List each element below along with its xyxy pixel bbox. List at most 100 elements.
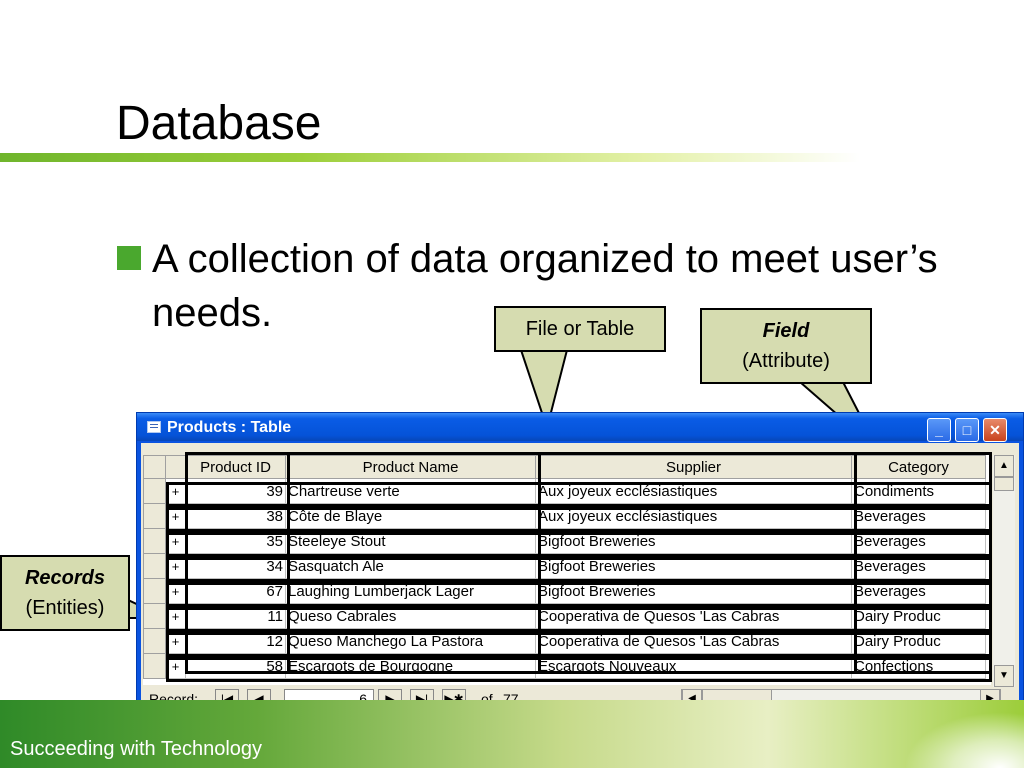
of-label: of	[481, 691, 493, 707]
expand-toggle[interactable]: +	[165, 503, 186, 529]
header-row: Product ID Product Name Supplier Categor…	[143, 455, 986, 479]
expand-toggle[interactable]: +	[165, 478, 186, 504]
title-underline	[0, 153, 860, 162]
cell-supplier[interactable]: Bigfoot Breweries	[535, 553, 852, 579]
cell-supplier[interactable]: Cooperativa de Quesos 'Las Cabras	[535, 603, 852, 629]
records-sublabel: (Entities)	[25, 597, 105, 619]
cell-product-id[interactable]: 38	[185, 503, 286, 529]
cell-product-name[interactable]: Laughing Lumberjack Lager	[285, 578, 536, 604]
cell-product-id[interactable]: 34	[185, 553, 286, 579]
bullet-text: A collection of data organized to meet u…	[152, 237, 938, 335]
table-icon	[147, 421, 161, 433]
file-table-label: File or Table	[525, 318, 635, 340]
cell-supplier[interactable]: Aux joyeux ecclésiastiques	[535, 478, 852, 504]
record-selector[interactable]	[143, 603, 166, 629]
file-table-callout: File or Table	[494, 306, 666, 352]
footer-text: Succeeding with Technology	[10, 738, 263, 760]
cell-product-name[interactable]: Steeleye Stout	[285, 528, 536, 554]
scroll-thumb[interactable]	[994, 477, 1014, 491]
products-table: Product ID Product Name Supplier Categor…	[143, 455, 986, 679]
record-selector[interactable]	[143, 478, 166, 504]
records-callout: Records (Entities)	[0, 555, 130, 631]
window-client: Product ID Product Name Supplier Categor…	[141, 443, 1019, 709]
column-header-product-name[interactable]: Product Name	[285, 455, 536, 479]
arrow-left-icon: ◀	[688, 693, 696, 704]
next-record-icon: ▶	[385, 692, 395, 706]
vertical-scrollbar[interactable]: ▲ ▼	[993, 455, 1015, 687]
cell-category[interactable]: Beverages	[851, 528, 986, 554]
cell-supplier[interactable]: Cooperativa de Quesos 'Las Cabras	[535, 628, 852, 654]
record-selector[interactable]	[143, 578, 166, 604]
cell-supplier[interactable]: Bigfoot Breweries	[535, 528, 852, 554]
cell-category[interactable]: Beverages	[851, 578, 986, 604]
corner-selector[interactable]	[143, 455, 166, 479]
cell-product-id[interactable]: 11	[185, 603, 286, 629]
column-header-product-id[interactable]: Product ID	[185, 455, 286, 479]
slide-title: Database	[116, 97, 322, 150]
window-titlebar[interactable]: Products : Table _ □ ✕	[137, 413, 1023, 442]
cell-product-id[interactable]: 39	[185, 478, 286, 504]
expand-toggle[interactable]: +	[165, 578, 186, 604]
maximize-button[interactable]: □	[955, 418, 979, 442]
products-table-window: Products : Table _ □ ✕ Product ID Produc…	[136, 412, 1024, 709]
footer-glow	[904, 712, 1024, 768]
arrow-up-icon: ▲	[999, 460, 1009, 471]
cell-product-id[interactable]: 35	[185, 528, 286, 554]
scroll-up-button[interactable]: ▲	[994, 455, 1014, 477]
expand-toggle[interactable]: +	[165, 553, 186, 579]
record-selector[interactable]	[143, 503, 166, 529]
cell-product-name[interactable]: Queso Cabrales	[285, 603, 536, 629]
cell-product-name[interactable]: Côte de Blaye	[285, 503, 536, 529]
expand-toggle[interactable]: +	[165, 628, 186, 654]
minimize-icon: _	[935, 422, 943, 438]
record-selector[interactable]	[143, 553, 166, 579]
previous-record-icon: ◀	[254, 692, 264, 706]
cell-category[interactable]: Condiments	[851, 478, 986, 504]
cell-category[interactable]: Beverages	[851, 503, 986, 529]
expand-toggle[interactable]: +	[165, 653, 186, 679]
expand-toggle[interactable]: +	[165, 528, 186, 554]
cell-product-id[interactable]: 12	[185, 628, 286, 654]
scroll-down-button[interactable]: ▼	[994, 665, 1014, 687]
cell-product-name[interactable]: Escargots de Bourgogne	[285, 653, 536, 679]
cell-category[interactable]: Confections	[851, 653, 986, 679]
cell-product-name[interactable]: Chartreuse verte	[285, 478, 536, 504]
arrow-right-icon: ▶	[986, 693, 994, 704]
cell-category[interactable]: Beverages	[851, 553, 986, 579]
cell-category[interactable]: Dairy Produc	[851, 628, 986, 654]
record-selector[interactable]	[143, 653, 166, 679]
maximize-icon: □	[962, 422, 972, 438]
cell-supplier[interactable]: Aux joyeux ecclésiastiques	[535, 503, 852, 529]
cell-supplier[interactable]: Escargots Nouveaux	[535, 653, 852, 679]
field-callout: Field (Attribute)	[700, 308, 872, 384]
column-header-category[interactable]: Category	[851, 455, 986, 479]
close-button[interactable]: ✕	[983, 418, 1007, 442]
record-selector[interactable]	[143, 528, 166, 554]
cell-product-name[interactable]: Queso Manchego La Pastora	[285, 628, 536, 654]
field-sublabel: (Attribute)	[742, 350, 830, 372]
datasheet-grid: Product ID Product Name Supplier Categor…	[143, 455, 991, 685]
expand-toggle[interactable]: +	[165, 603, 186, 629]
cell-supplier[interactable]: Bigfoot Breweries	[535, 578, 852, 604]
cell-product-id[interactable]: 67	[185, 578, 286, 604]
cell-category[interactable]: Dairy Produc	[851, 603, 986, 629]
slide-footer: Succeeding with Technology	[0, 700, 1024, 768]
bullet-square-icon	[117, 246, 141, 270]
record-selector[interactable]	[143, 628, 166, 654]
close-icon: ✕	[989, 422, 1001, 438]
minimize-button[interactable]: _	[927, 418, 951, 442]
field-label: Field	[762, 320, 810, 342]
cell-product-id[interactable]: 58	[185, 653, 286, 679]
records-label: Records	[24, 567, 106, 589]
column-header-supplier[interactable]: Supplier	[535, 455, 852, 479]
cell-product-name[interactable]: Sasquatch Ale	[285, 553, 536, 579]
arrow-down-icon: ▼	[999, 670, 1009, 681]
